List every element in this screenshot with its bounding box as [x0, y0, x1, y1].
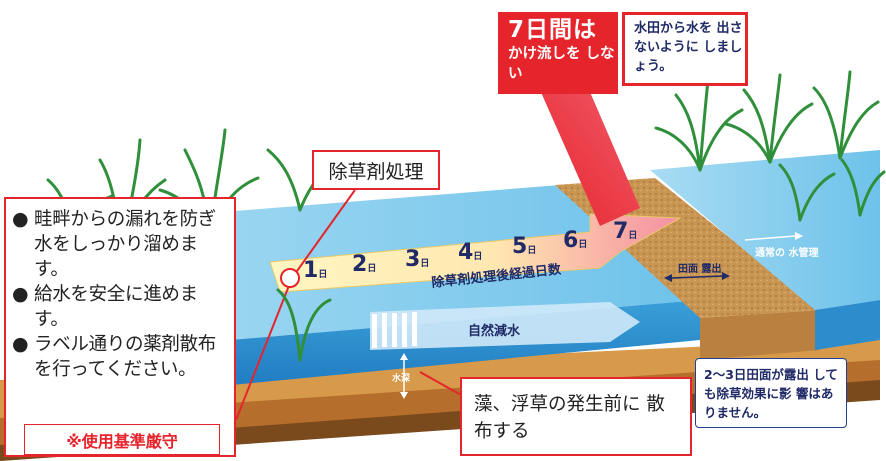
day-number: 6 [563, 228, 578, 253]
bullet-icon: ● [12, 208, 29, 230]
day-marker-1: 1日 [303, 258, 327, 283]
day-marker-5: 5日 [512, 234, 536, 259]
exposure-label: 田面 露出 [678, 262, 721, 275]
algae-timing-note: 藻、浮草の発生前に 散布する [460, 377, 692, 456]
day-number: 7 [613, 219, 628, 244]
day-marker-4: 4日 [458, 240, 482, 265]
day-unit: 日 [527, 245, 536, 256]
day-marker-3: 3日 [405, 247, 429, 272]
day-number: 3 [405, 247, 420, 272]
treatment-point [280, 268, 300, 288]
advice-list: ● 畦畔からの漏れを防ぎ水をしっかり溜めます。 ● 給水を安全に進めます。 ● … [12, 207, 228, 382]
day-unit: 日 [318, 269, 327, 280]
day-number: 1 [303, 258, 318, 283]
advice-box: ● 畦畔からの漏れを防ぎ水をしっかり溜めます。 ● 給水を安全に進めます。 ● … [4, 197, 236, 457]
usage-standard-notice: ※使用基準厳守 [24, 424, 220, 455]
day-unit: 日 [367, 263, 376, 274]
day-marker-6: 6日 [563, 228, 587, 253]
day-number: 4 [458, 240, 473, 265]
days-arrow [269, 213, 682, 293]
exposure-effect-note: 2〜3日田面が露出 しても除草効果に影 響はありません。 [695, 358, 847, 428]
day-marker-7: 7日 [613, 219, 637, 244]
day-number: 5 [512, 234, 527, 259]
banner-keep-water: 水田から水を 出さないように しましょう。 [622, 12, 748, 86]
day-markers: 1日 2日 3日 4日 5日 6日 7日 [303, 219, 637, 283]
advice-item: ● ラベル通りの薬剤散布を行ってください。 [12, 333, 217, 380]
herbicide-treatment-label: 除草剤処理 [312, 150, 440, 190]
rice-plants-right [654, 70, 886, 222]
day-marker-2: 2日 [352, 252, 376, 277]
bullet-icon: ● [12, 333, 29, 355]
day-unit: 日 [420, 258, 429, 269]
bullet-icon: ● [12, 283, 29, 305]
normal-water-label: 通常の 水管理 [755, 246, 818, 259]
banner-pointer [540, 90, 640, 226]
day-unit: 日 [628, 230, 637, 241]
advice-item: ● 畦畔からの漏れを防ぎ水をしっかり溜めます。 [12, 208, 217, 280]
right-paddy-water [650, 150, 880, 310]
natural-decrease-arrow [370, 302, 640, 350]
banner-no-flow: 7日間は かけ流しを しない [498, 12, 618, 94]
natural-decrease-label: 自然減水 [468, 323, 521, 339]
day-number: 2 [352, 252, 367, 277]
banner-title: 7日間は [508, 17, 598, 43]
day-unit: 日 [578, 239, 587, 250]
advice-item: ● 給水を安全に進めます。 [12, 283, 198, 330]
day-unit: 日 [473, 251, 482, 262]
banner-subtitle: かけ流しを しない [508, 46, 615, 82]
water-depth-label: 水深 [392, 372, 410, 384]
